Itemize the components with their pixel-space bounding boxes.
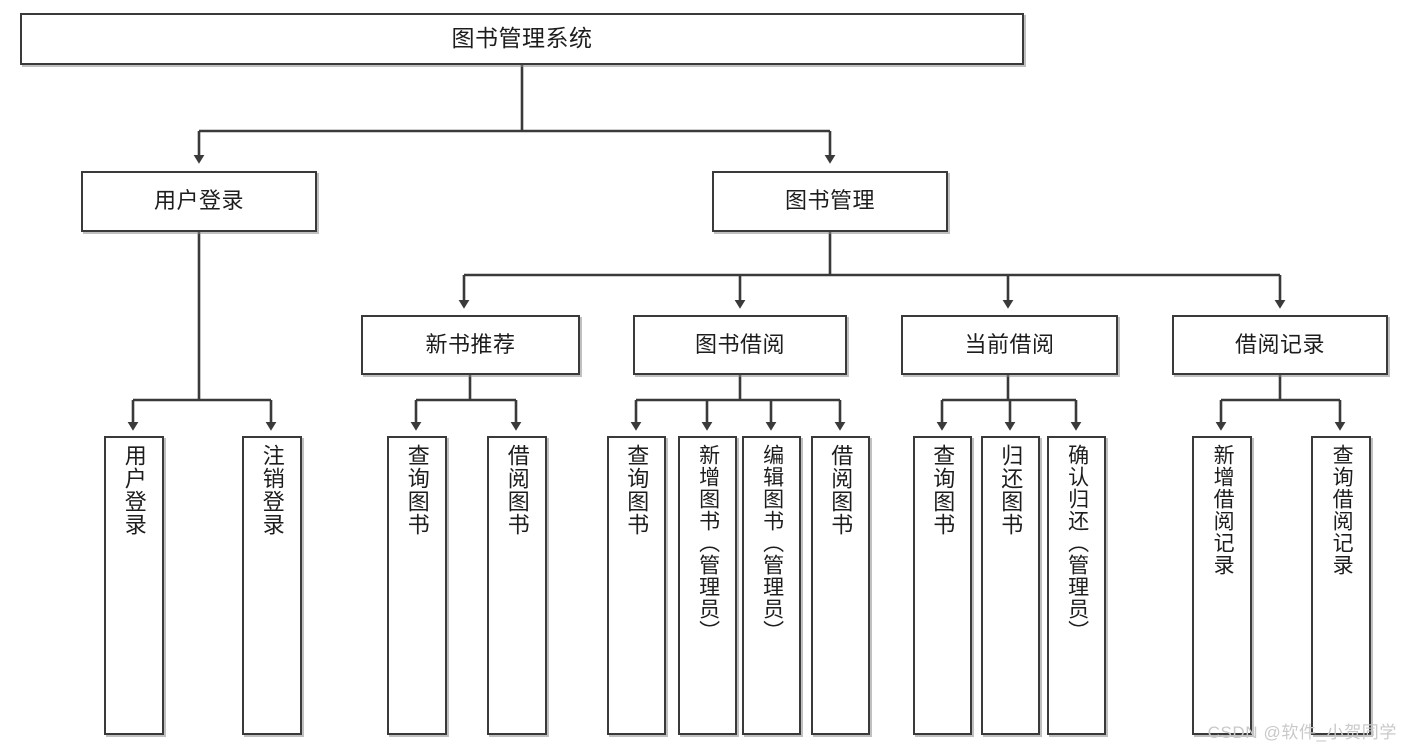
node-label: 查询图书	[404, 444, 430, 536]
node-label: 图书管理	[784, 188, 875, 214]
leaf-current-confirm-return-admin[interactable]: 确认归还（管理员）	[1047, 436, 1106, 735]
leaf-recommend-query-book[interactable]: 查询图书	[387, 436, 447, 735]
node-label: 用户登录	[121, 444, 147, 536]
node-label: 编辑图书（管理员）	[760, 444, 784, 642]
node-user-login[interactable]: 用户登录	[81, 171, 317, 232]
leaf-user-login-logout[interactable]: 注销登录	[242, 436, 302, 735]
node-book-borrow[interactable]: 图书借阅	[633, 315, 847, 375]
node-book-management[interactable]: 图书管理	[712, 171, 948, 232]
node-label: 借阅图书	[504, 444, 530, 536]
leaf-borrow-add-book-admin[interactable]: 新增图书（管理员）	[678, 436, 737, 735]
leaf-borrow-borrow-book[interactable]: 借阅图书	[811, 436, 870, 735]
node-label: 确认归还（管理员）	[1065, 444, 1089, 642]
node-label: 新增借阅记录	[1211, 444, 1235, 576]
node-label: 借阅记录	[1234, 331, 1325, 357]
node-label: 当前借阅	[964, 331, 1055, 357]
leaf-user-login-login[interactable]: 用户登录	[104, 436, 164, 735]
leaf-record-query-record[interactable]: 查询借阅记录	[1311, 436, 1371, 735]
leaf-borrow-edit-book-admin[interactable]: 编辑图书（管理员）	[742, 436, 801, 735]
node-current-borrow[interactable]: 当前借阅	[901, 315, 1118, 375]
node-label: 新增图书（管理员）	[696, 444, 720, 642]
node-new-book-recommend[interactable]: 新书推荐	[361, 315, 580, 375]
node-label: 图书管理系统	[451, 25, 593, 52]
leaf-current-return-book[interactable]: 归还图书	[981, 436, 1040, 735]
node-label: 注销登录	[259, 444, 285, 536]
node-borrow-record[interactable]: 借阅记录	[1172, 315, 1388, 375]
node-root-system[interactable]: 图书管理系统	[20, 13, 1024, 65]
node-label: 查询图书	[930, 444, 956, 536]
node-label: 图书借阅	[694, 331, 785, 357]
node-label: 借阅图书	[828, 444, 854, 536]
leaf-borrow-query-book[interactable]: 查询图书	[607, 436, 666, 735]
node-label: 用户登录	[153, 188, 244, 214]
watermark-text: CSDN @软件_小贺同学	[1207, 723, 1397, 742]
node-label: 新书推荐	[425, 331, 516, 357]
node-label: 查询借阅记录	[1330, 444, 1354, 576]
leaf-current-query-book[interactable]: 查询图书	[913, 436, 972, 735]
leaf-record-add-record[interactable]: 新增借阅记录	[1192, 436, 1252, 735]
node-label: 归还图书	[998, 444, 1024, 536]
node-label: 查询图书	[624, 444, 650, 536]
leaf-recommend-borrow-book[interactable]: 借阅图书	[487, 436, 547, 735]
